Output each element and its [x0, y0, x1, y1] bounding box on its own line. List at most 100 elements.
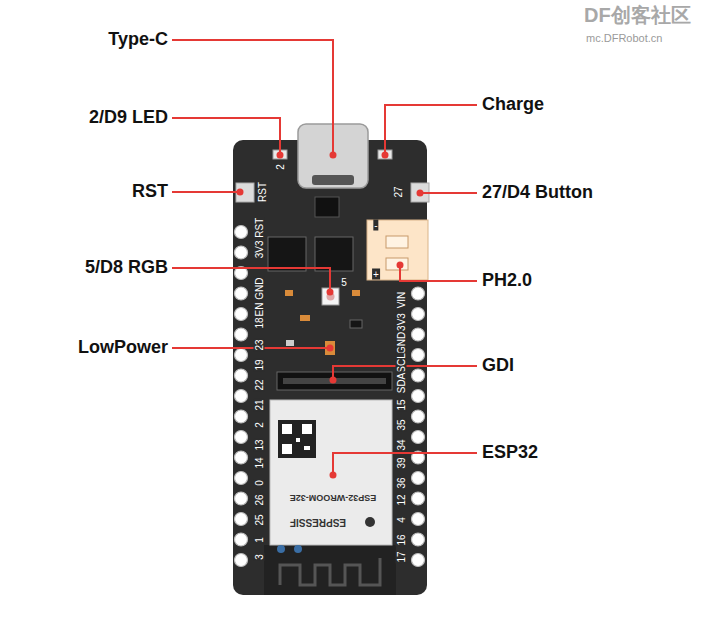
leader-line [172, 118, 280, 155]
pin-hole [412, 369, 425, 382]
pin-hole [235, 431, 248, 444]
smd-part [286, 340, 294, 346]
callout-label: 2/D9 LED [89, 108, 168, 128]
callout-label: GDI [482, 356, 514, 376]
callout-label: ESP32 [482, 443, 538, 463]
gdi-connector [277, 372, 392, 390]
smd-part [285, 290, 293, 296]
pin-name: 16 [396, 533, 407, 546]
ic-chip [315, 237, 353, 271]
pin-name: 34 [396, 438, 407, 451]
pin-hole [235, 451, 248, 464]
qr-mark [282, 424, 292, 434]
pin-name: SDA [396, 372, 407, 395]
pin-name: 15 [396, 398, 407, 411]
pin-hole [412, 554, 425, 567]
leader-dot [397, 262, 404, 269]
leader-dot [330, 152, 337, 159]
pin-name: 12 [396, 493, 407, 506]
chip [315, 197, 339, 217]
pin-name: 3V3 RST [254, 217, 265, 260]
pcb-board [233, 140, 427, 595]
leader-line [420, 192, 477, 194]
qr-mark [296, 438, 300, 442]
watermark: DF创客社区 [584, 4, 691, 26]
pin-name: EN GND [254, 277, 265, 318]
pin-name: 39 [396, 456, 407, 469]
pin-hole [235, 226, 248, 239]
smd-part [300, 315, 310, 321]
pin-name: SCL [396, 352, 407, 373]
pin-name: 18 [254, 316, 265, 329]
pin-name: 21 [254, 398, 265, 411]
leader-dot [327, 289, 334, 296]
leader-line [172, 347, 330, 349]
pin-name: 22 [254, 378, 265, 391]
leader-dot [330, 472, 337, 479]
rgb-led [322, 288, 339, 305]
leader-line [333, 453, 477, 475]
pin-hole [235, 533, 248, 546]
pin-hole [412, 431, 425, 444]
pin-name: 23 [254, 338, 265, 351]
callout-label: PH2.0 [482, 271, 532, 291]
leader-line [172, 40, 333, 155]
leader-dot [277, 152, 284, 159]
pin-hole [412, 513, 425, 526]
pin-name: 3V3 [396, 312, 407, 332]
leader-line [172, 268, 330, 292]
qr-code [278, 420, 316, 458]
pin-name: 0 [254, 479, 265, 487]
pin-hole [235, 410, 248, 423]
pin-name: VIN [396, 291, 407, 310]
module-marking: ESPRESSIF [290, 517, 346, 528]
smd-part [350, 320, 362, 328]
callout-label: 5/D8 RGB [85, 258, 168, 278]
pin-hole [235, 472, 248, 485]
pin-name: 4 [396, 516, 407, 524]
lowpower-pad [325, 341, 335, 355]
rst-button [236, 183, 254, 202]
usb-c-slot [312, 175, 354, 185]
pin-name: 3 [254, 553, 265, 561]
callout-label: Type-C [108, 30, 168, 50]
silkscreen-label: RST [257, 181, 268, 203]
pin-hole [412, 533, 425, 546]
pin-name: 35 [396, 418, 407, 431]
leader-line [400, 265, 477, 281]
antenna-area [264, 545, 396, 595]
espressif-logo [365, 517, 375, 527]
callout-label: LowPower [78, 338, 168, 358]
ph2-pin [386, 236, 408, 248]
leader-dot [327, 345, 334, 352]
silkscreen-label: 2 [275, 163, 286, 171]
watermark: mc.DFRobot.cn [586, 32, 662, 44]
leader-dot [417, 190, 424, 197]
pin-hole [235, 328, 248, 341]
callout-label: 27/D4 Button [482, 183, 593, 203]
pin-hole [412, 410, 425, 423]
pin-name: 26 [254, 493, 265, 506]
leader-dot [330, 377, 337, 384]
pin-name: 1 [254, 536, 265, 544]
ph2-connector [367, 220, 428, 280]
pin-hole [235, 246, 248, 259]
silkscreen-label: + [372, 269, 380, 280]
pin-hole [412, 472, 425, 485]
pin-hole [412, 349, 425, 362]
pin-name: 13 [254, 438, 265, 451]
pin-hole [235, 554, 248, 567]
pin-hole [235, 349, 248, 362]
pin-hole [235, 492, 248, 505]
antenna-trace [280, 558, 380, 585]
ph2-pin [386, 258, 408, 270]
pin-hole [235, 308, 248, 321]
module-pad [277, 545, 285, 553]
pin-name: 19 [254, 358, 265, 371]
module-marking: ESP32-WROOM-32E [290, 492, 377, 502]
pin-hole [235, 513, 248, 526]
esp32-module [270, 400, 392, 545]
leader-line [385, 105, 477, 155]
callout-label: Charge [482, 95, 544, 115]
qr-mark [282, 444, 292, 454]
